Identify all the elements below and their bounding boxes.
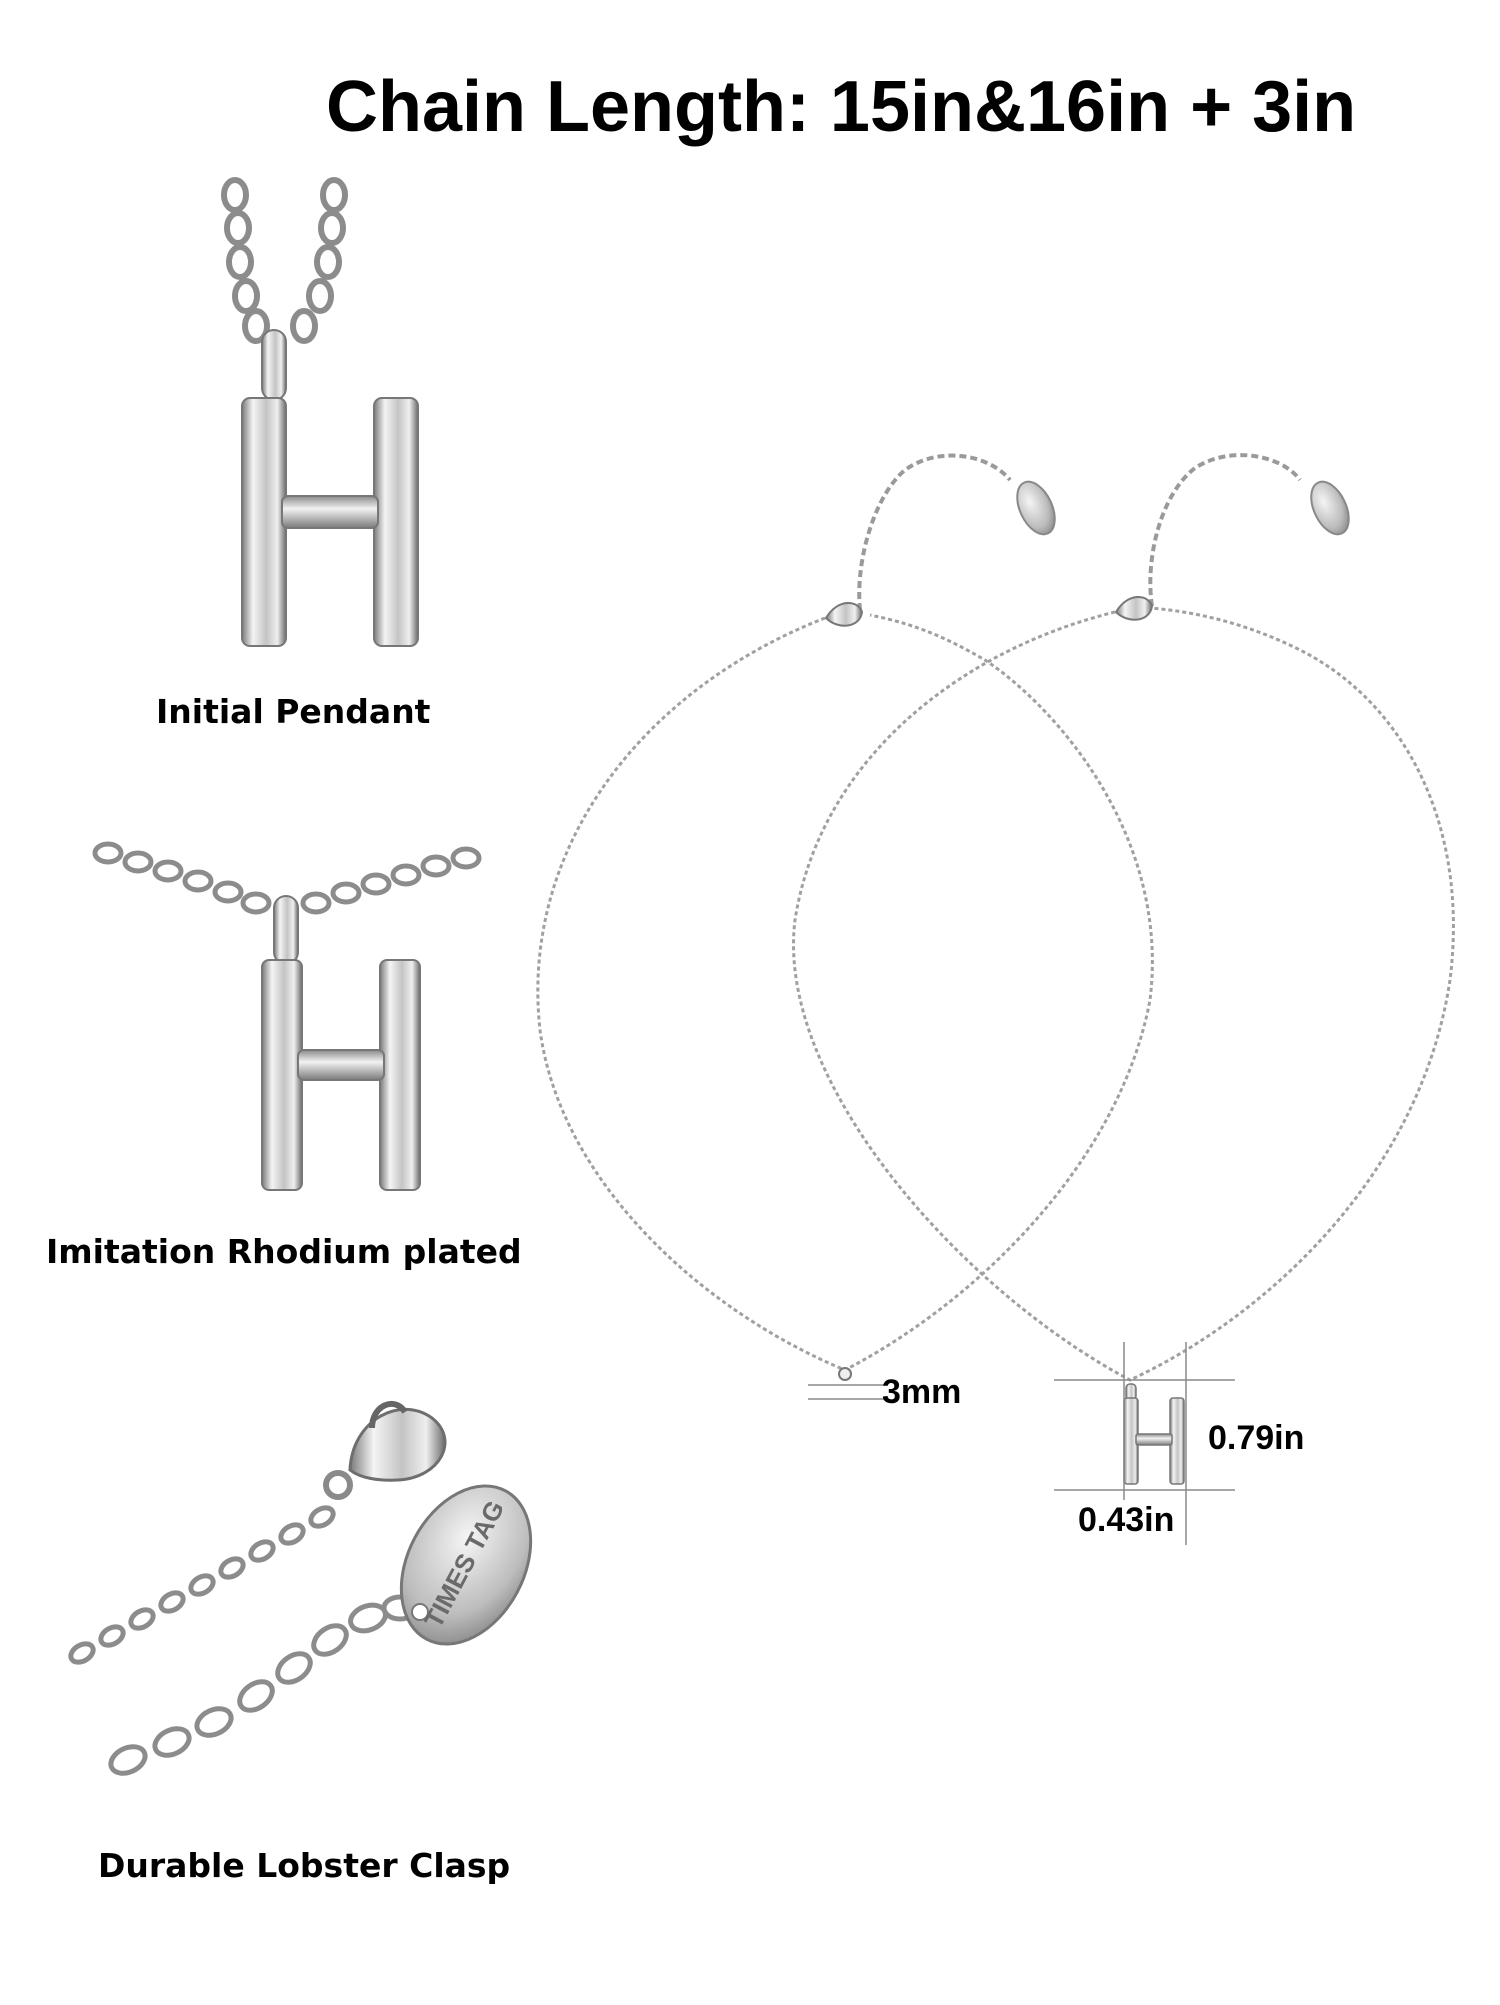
chain-links-horizontal: [92, 841, 482, 915]
letter-h-small: [1123, 1383, 1185, 1485]
jump-ring: [323, 1470, 353, 1500]
caption-lobster-clasp: Durable Lobster Clasp: [98, 1846, 511, 1885]
caption-rhodium-plated: Imitation Rhodium plated: [46, 1232, 522, 1271]
clasp-chain: [68, 1505, 336, 1665]
pendant-height-label: 0.79in: [1208, 1419, 1305, 1457]
lobster-clasp-image: TIMES TAG: [68, 1400, 533, 1776]
stone-measure-lines: [808, 1384, 885, 1400]
caption-initial-pendant: Initial Pendant: [156, 692, 431, 731]
chain-length-title: Chain Length: 15in&16in + 3in: [326, 67, 1357, 147]
pendant-width-label: 0.43in: [1078, 1501, 1175, 1539]
pendant-bail: [261, 329, 287, 401]
brand-tag-large: [399, 1484, 533, 1646]
chain-links-large: [221, 177, 348, 344]
stone-pendant: [838, 1367, 852, 1381]
letter-h-medium: [261, 959, 421, 1191]
stone-size-label: 3mm: [882, 1373, 962, 1411]
rhodium-pendant-image: [92, 841, 482, 1191]
extender-chain: [108, 1594, 419, 1776]
lobster-clasp: [348, 1407, 447, 1482]
pendant-measure-lines: [1054, 1342, 1235, 1545]
necklace-short: [536, 453, 1154, 1381]
clasp-lever: [369, 1400, 408, 1429]
initial-pendant-image: [221, 177, 419, 647]
letter-h-large: [241, 397, 419, 647]
necklace-long: [792, 453, 1455, 1485]
